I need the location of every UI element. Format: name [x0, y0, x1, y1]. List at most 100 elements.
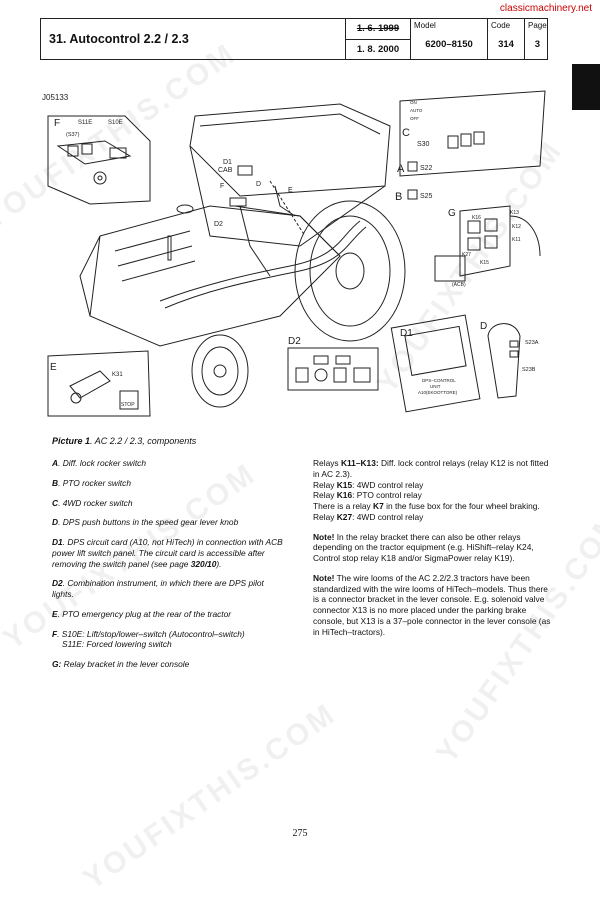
legend-item-d: D. DPS push buttons in the speed gear le… — [52, 517, 287, 528]
label-s23b: S23B — [522, 367, 536, 373]
part-d2 — [229, 197, 247, 207]
label-on: ON — [410, 100, 417, 105]
legend-item-a: A. Diff. lock rocker switch — [52, 458, 287, 469]
watermark: YOUFIXTHIS.COM — [77, 696, 343, 897]
legend-text-tail: ). — [216, 558, 222, 569]
site-label[interactable]: classicmachinery.net — [499, 3, 592, 14]
inset-d: D S23A S23B — [480, 321, 539, 399]
legend-key: C — [52, 497, 59, 508]
label-s25: S25 — [420, 193, 433, 200]
label-off: OFF — [410, 116, 419, 121]
label-acb: (ACB) — [452, 282, 466, 288]
section-title: 31. Autocontrol 2.2 / 2.3 — [41, 19, 346, 59]
relay-id: K15 — [336, 479, 353, 490]
label-e: E — [288, 187, 293, 194]
model-cell: Model 6200–8150 — [411, 19, 488, 59]
label-k15: K15 — [480, 260, 489, 266]
date-old: 1. 6. 1999 — [346, 19, 410, 40]
label-k13: K13 — [510, 210, 519, 216]
legend-text: Relay bracket in the lever console — [61, 659, 190, 669]
text: Relays — [313, 458, 341, 468]
legend-text: . PTO emergency plug at the rear of the … — [57, 608, 232, 619]
label-d-box: D — [480, 321, 487, 332]
tractor-body — [79, 103, 391, 347]
legend-key: E — [52, 608, 58, 619]
switch-a-icon — [407, 161, 418, 172]
note-1: Note! In the relay bracket there can als… — [313, 532, 553, 564]
label-b: B — [395, 191, 402, 203]
part-d1 — [237, 165, 253, 176]
label-c: C — [402, 127, 410, 139]
legend-key: D — [52, 517, 59, 528]
label-g: G — [448, 208, 456, 219]
page-ref[interactable]: 320/10 — [190, 558, 217, 569]
figure-caption: Picture 1. AC 2.2 / 2.3, components — [52, 436, 196, 446]
label-k12: K12 — [512, 224, 521, 230]
text: There is a relay — [313, 501, 374, 511]
label-e-box: E — [50, 362, 57, 373]
legend-item-e: E. PTO emergency plug at the rear of the… — [52, 609, 287, 620]
inset-e: E K31 STOP — [47, 350, 151, 417]
legend-key: A — [52, 458, 59, 468]
legend-key: B — [52, 477, 59, 488]
inset-c: C S30 ON AUTO OFF — [399, 90, 546, 177]
wire-loom — [274, 185, 296, 217]
legend-item-c: C. 4WD rocker switch — [52, 498, 287, 509]
text: : 4WD control relay — [352, 511, 424, 522]
date-new: 1. 8. 2000 — [356, 43, 400, 55]
code-value: 314 — [498, 39, 514, 50]
text: Diff. lock control relays (relay K12 is … — [313, 458, 549, 479]
label-s11e: S11E — [78, 120, 92, 126]
legend-text-2: S11E: Forced lowering switch — [62, 639, 172, 650]
inset-d2: D2 — [287, 336, 379, 391]
label-f2: F — [220, 183, 224, 190]
front-wheel — [191, 334, 249, 408]
label-k27: K27 — [462, 252, 471, 258]
label-auto: AUTO — [410, 108, 423, 113]
tractor-diagram: J05133 F S11E S10E (S37) — [42, 90, 546, 417]
label-d1: D1 — [400, 328, 413, 339]
label-d2-top: D2 — [214, 221, 223, 228]
switch-b-icon — [407, 189, 418, 200]
label-k11: K11 — [512, 237, 521, 243]
section-tab-marker — [572, 64, 600, 110]
legend-item-d1: D1. DPS circuit card (A10, not HiTech) i… — [52, 537, 287, 569]
legend-key: D2 — [52, 578, 63, 589]
text: in the fuse box for the four wheel braki… — [383, 501, 540, 511]
legend-key: F — [52, 628, 58, 639]
dps-label-2: UNIT — [430, 384, 441, 389]
wire-loom — [164, 226, 367, 309]
label-s23a: S23A — [525, 340, 539, 346]
note-text: In the relay bracket there can also be o… — [313, 531, 534, 564]
legend-item-g: G: Relay bracket in the lever console — [52, 659, 287, 670]
dates-cell: 1. 6. 1999 1. 8. 2000 — [346, 19, 411, 59]
page-value: 3 — [534, 39, 540, 50]
text: : PTO control relay — [352, 490, 422, 501]
label-s22: S22 — [420, 165, 433, 172]
model-value: 6200–8150 — [425, 39, 473, 50]
label-s30: S30 — [417, 141, 430, 148]
legend-text: . PTO rocker switch — [58, 477, 131, 488]
text: Relay — [313, 490, 337, 501]
label-stop: STOP — [121, 402, 135, 408]
note-label: Note! — [313, 572, 335, 583]
code-label: Code — [491, 21, 511, 30]
relay-id: K7 — [373, 501, 384, 511]
model-label: Model — [414, 21, 436, 30]
header-table: 31. Autocontrol 2.2 / 2.3 1. 6. 1999 1. … — [40, 18, 548, 60]
caption-text: . AC 2.2 / 2.3, components — [90, 436, 197, 446]
inset-d1: D1 DPS–CONTROL UNIT A10(EKOOTTORE) — [390, 314, 481, 413]
label-cab: CAB — [218, 167, 233, 174]
text: Relay — [313, 511, 337, 522]
label-a: A — [397, 163, 405, 175]
legend-item-b: B. PTO rocker switch — [52, 478, 287, 489]
label-f: F — [54, 118, 60, 129]
caption-prefix: Picture 1 — [52, 436, 91, 446]
label-d: D — [256, 181, 261, 188]
relay-list: Relays K11–K13: Diff. lock control relay… — [313, 458, 553, 523]
legend-text: . DPS circuit card (A10, not HiTech) in … — [52, 537, 283, 569]
legend-key: G: — [52, 659, 62, 669]
label-s37: (S37) — [66, 132, 80, 138]
legend-item-d2: D2. Combination instrument, in which the… — [52, 578, 287, 600]
page-number: 275 — [292, 828, 308, 839]
